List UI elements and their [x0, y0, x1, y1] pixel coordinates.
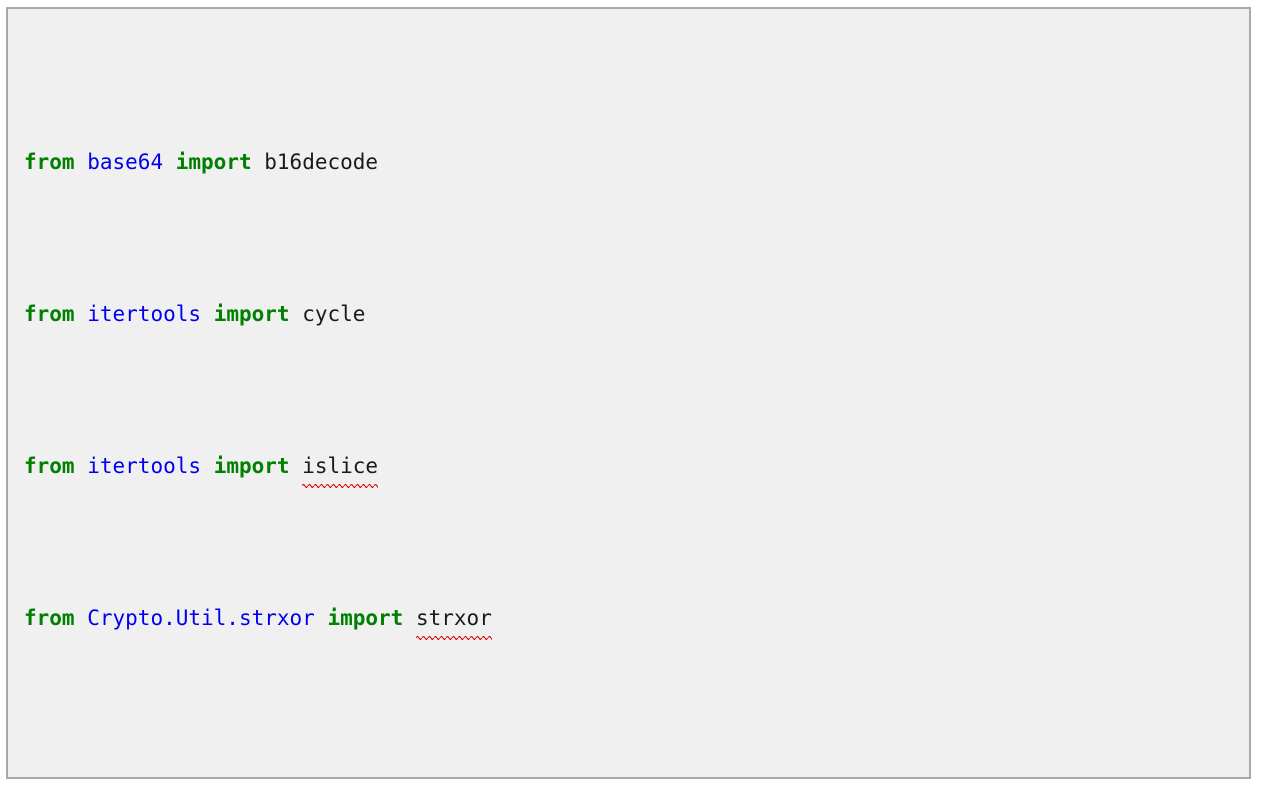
token-keyword-from: from: [24, 454, 75, 478]
code-line: from Crypto.Util.strxor import strxor: [24, 599, 1249, 640]
token-name-strxor-misspelled: strxor: [415, 599, 492, 640]
token-keyword-from: from: [24, 606, 75, 630]
token-module-itertools: itertools: [87, 454, 202, 478]
token-module-itertools: itertools: [87, 302, 202, 326]
code-block: from base64 import b16decode from iterto…: [6, 7, 1251, 779]
token-keyword-import: import: [213, 454, 290, 478]
token-module-crypto-util-strxor: Crypto.Util.strxor: [87, 606, 315, 630]
code-line: from itertools import islice: [24, 447, 1249, 488]
token-keyword-from: from: [24, 302, 75, 326]
code-line-blank: [24, 751, 1249, 777]
token-name-cycle: cycle: [302, 302, 366, 326]
token-name-b16decode: b16decode: [264, 150, 379, 174]
token-keyword-import: import: [175, 150, 252, 174]
token-keyword-import: import: [213, 302, 290, 326]
token-keyword-from: from: [24, 150, 75, 174]
code-listing[interactable]: from base64 import b16decode from iterto…: [8, 9, 1249, 777]
token-keyword-import: import: [327, 606, 404, 630]
code-line: from itertools import cycle: [24, 295, 1249, 333]
token-module-base64: base64: [87, 150, 164, 174]
token-name-islice-misspelled: islice: [302, 447, 378, 488]
code-line: from base64 import b16decode: [24, 143, 1249, 181]
